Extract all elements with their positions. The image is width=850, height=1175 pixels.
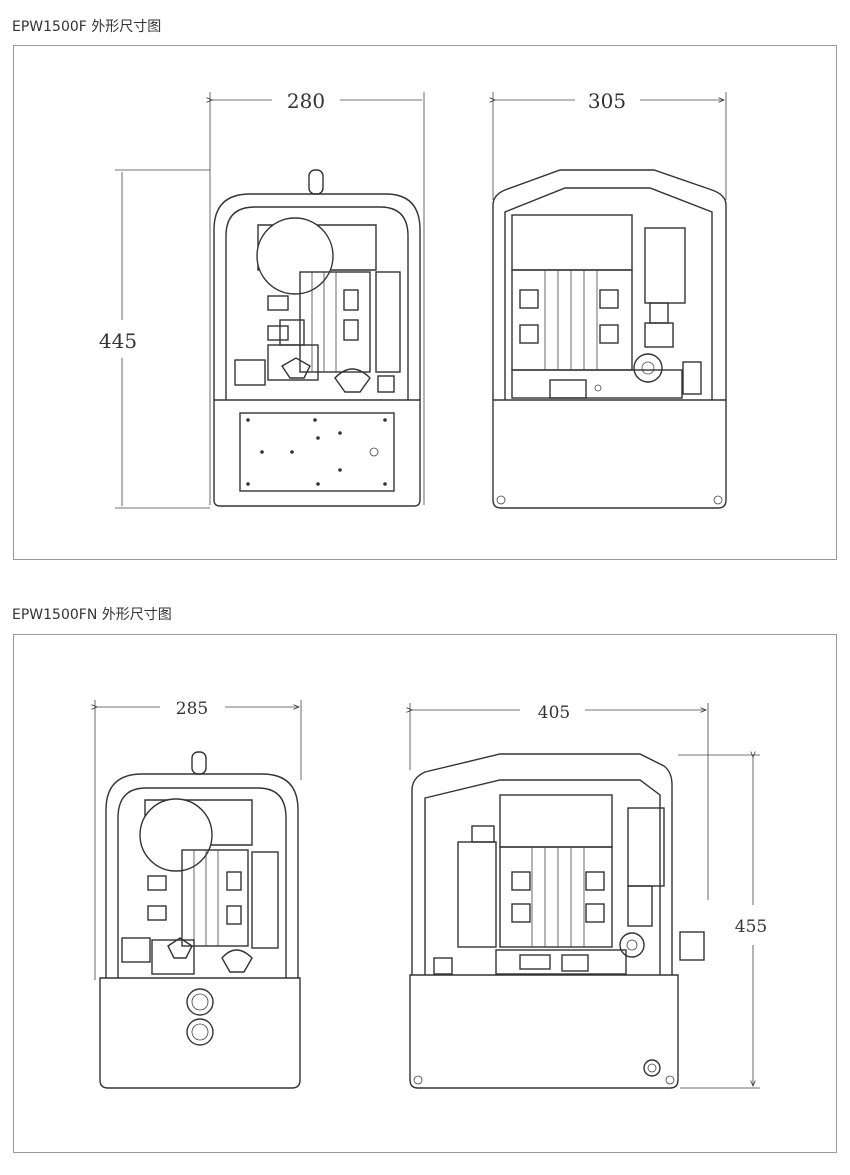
front-view-epw1500f: 280 445 — [99, 89, 425, 509]
dim-height-epw1500f: 445 — [99, 329, 137, 353]
section-title-epw1500f: EPW1500F 外形尺寸图 — [12, 19, 162, 35]
side-view-epw1500fn: 405 455 — [410, 703, 767, 1089]
section-title-epw1500fn: EPW1500FN 外形尺寸图 — [12, 607, 172, 623]
front-view-epw1500fn: 285 — [95, 699, 302, 1089]
dim-side-width-epw1500fn: 405 — [538, 703, 570, 723]
dim-front-width-epw1500fn: 285 — [176, 699, 208, 719]
dim-side-width-epw1500f: 305 — [588, 89, 626, 113]
drawing-frame-epw1500f — [13, 45, 837, 560]
dim-height-epw1500fn: 455 — [735, 917, 767, 937]
dim-front-width-epw1500f: 280 — [287, 89, 325, 113]
side-view-epw1500f: 305 — [493, 89, 727, 509]
